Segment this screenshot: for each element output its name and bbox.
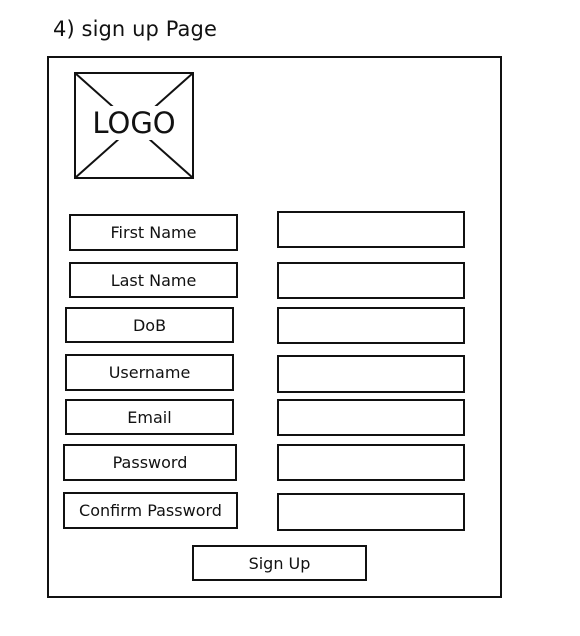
password-field[interactable] <box>277 444 465 481</box>
sign-up-button[interactable]: Sign Up <box>192 545 367 581</box>
dob-field[interactable] <box>277 307 465 344</box>
username-field[interactable] <box>277 355 465 393</box>
logo-text-wrap: LOGO <box>74 106 194 140</box>
last-name-field[interactable] <box>277 262 465 299</box>
label-dob: DoB <box>65 307 234 343</box>
label-confirm-password: Confirm Password <box>63 492 238 529</box>
first-name-field[interactable] <box>277 211 465 248</box>
logo-text: LOGO <box>91 106 177 140</box>
email-field[interactable] <box>277 399 465 436</box>
page-title: 4) sign up Page <box>53 17 217 41</box>
label-username: Username <box>65 354 234 391</box>
logo-placeholder: LOGO <box>74 72 194 179</box>
confirm-password-field[interactable] <box>277 493 465 531</box>
label-first-name: First Name <box>69 214 238 251</box>
label-last-name: Last Name <box>69 262 238 298</box>
label-password: Password <box>63 444 237 481</box>
label-email: Email <box>65 399 234 435</box>
wireframe-frame <box>47 56 502 598</box>
